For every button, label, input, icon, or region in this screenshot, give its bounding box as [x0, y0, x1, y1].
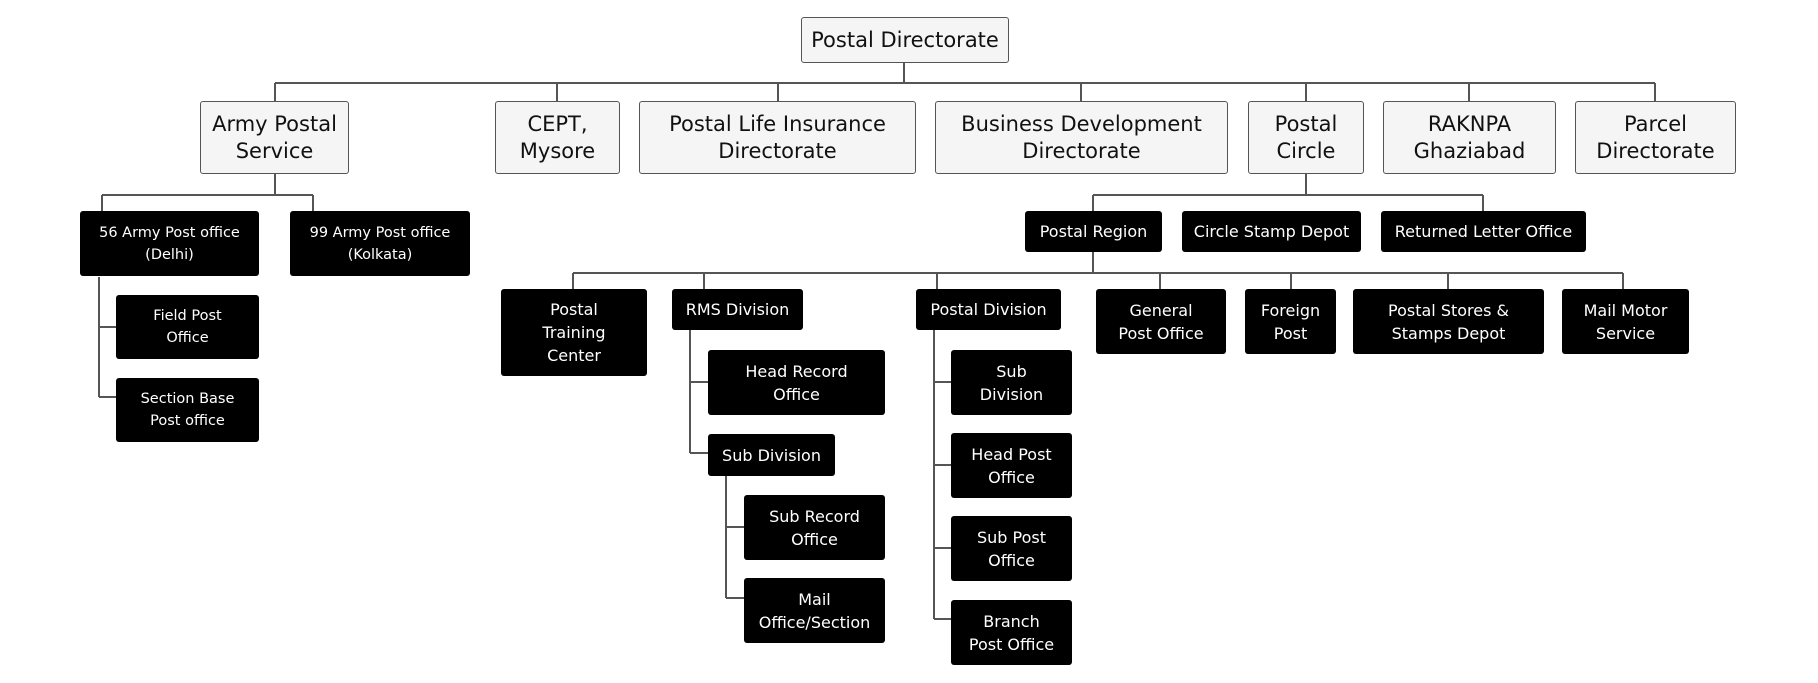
- branch-post-office-node: Branch Post Office: [951, 600, 1072, 665]
- circle-stamp-depot-node: Circle Stamp Depot: [1182, 211, 1361, 252]
- sub-record-office-node: Sub Record Office: [744, 495, 885, 560]
- section-base-post-office-node: Section Base Post office: [116, 378, 259, 442]
- connector: [101, 174, 314, 211]
- connector: [572, 252, 1624, 289]
- connector: [933, 330, 951, 620]
- field-post-office-node: Field Post Office: [116, 295, 259, 359]
- postal-circle-node: Postal Circle: [1248, 101, 1364, 174]
- army-postal-service-node: Army Postal Service: [200, 101, 349, 174]
- apo-99-node: 99 Army Post office (Kolkata): [290, 211, 470, 276]
- connector: [689, 330, 708, 454]
- parcel-directorate-node: Parcel Directorate: [1575, 101, 1736, 174]
- mail-motor-service-node: Mail Motor Service: [1562, 289, 1689, 354]
- raknpa-node: RAKNPA Ghaziabad: [1383, 101, 1556, 174]
- head-post-office-node: Head Post Office: [951, 433, 1072, 498]
- postal-life-insurance-node: Postal Life Insurance Directorate: [639, 101, 916, 174]
- foreign-post-node: Foreign Post: [1245, 289, 1336, 354]
- connector: [725, 476, 744, 599]
- rms-division-node: RMS Division: [672, 289, 803, 330]
- connector: [274, 63, 1656, 101]
- connector: [1092, 174, 1484, 211]
- postal-region-node: Postal Region: [1025, 211, 1162, 252]
- postal-sub-division-node: Sub Division: [951, 350, 1072, 415]
- mail-office-section-node: Mail Office/Section: [744, 578, 885, 643]
- cept-mysore-node: CEPT, Mysore: [495, 101, 620, 174]
- rms-sub-division-node: Sub Division: [708, 434, 835, 476]
- postal-training-center-node: Postal Training Center: [501, 289, 647, 376]
- connector: [98, 277, 116, 398]
- postal-directorate-node: Postal Directorate: [801, 17, 1009, 63]
- head-record-office-node: Head Record Office: [708, 350, 885, 415]
- business-development-node: Business Development Directorate: [935, 101, 1228, 174]
- postal-division-node: Postal Division: [916, 289, 1061, 330]
- general-post-office-node: General Post Office: [1096, 289, 1226, 354]
- sub-post-office-node: Sub Post Office: [951, 516, 1072, 581]
- postal-stores-stamps-depot-node: Postal Stores & Stamps Depot: [1353, 289, 1544, 354]
- apo-56-node: 56 Army Post office (Delhi): [80, 211, 259, 276]
- returned-letter-office-node: Returned Letter Office: [1381, 211, 1586, 252]
